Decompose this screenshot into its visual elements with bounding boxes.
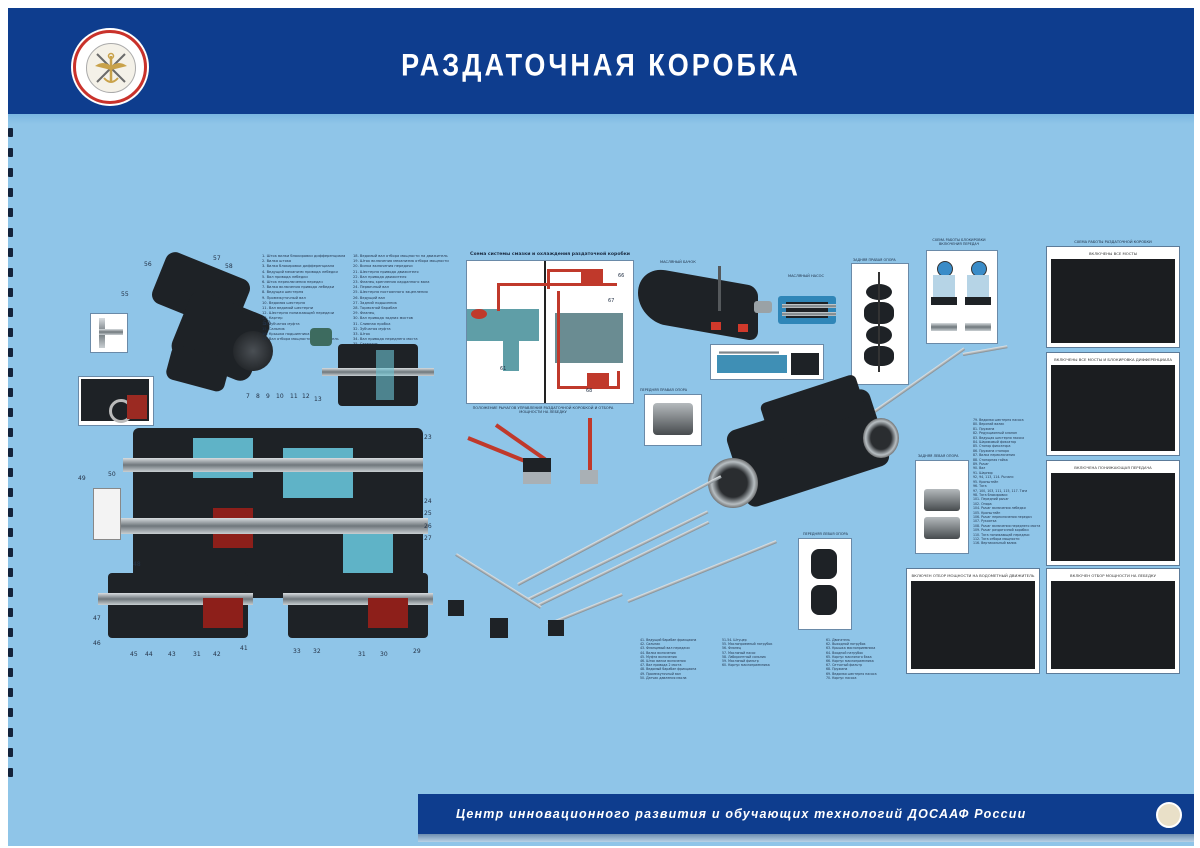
scheme-pto-water-jet: ВКЛЮЧЕН ОТБОР МОЩНОСТИ НА ВОДОМЕТНЫЙ ДВИ… xyxy=(906,568,1040,674)
label-25: 25 xyxy=(424,510,432,517)
label-57: 57 xyxy=(213,255,221,262)
diff-lock-inset xyxy=(78,376,154,426)
rear-right-support-panel xyxy=(851,263,909,385)
lever-positions-title: ПОЛОЖЕНИЕ РЫЧАГОВ УПРАВЛЕНИЯ РАЗДАТОЧНОЙ… xyxy=(472,406,614,414)
transfer-case-3d-view xyxy=(703,373,903,528)
lubrication-scheme-panel xyxy=(466,260,634,404)
linkage-bracket-102 xyxy=(490,618,508,638)
rear-left-support-panel xyxy=(915,460,969,554)
lever-assembly-illustration xyxy=(467,418,618,488)
label-42: 42 xyxy=(213,651,221,658)
label-43: 43 xyxy=(168,651,176,658)
label-50-main: 50 xyxy=(108,471,116,478)
label-66: 66 xyxy=(618,273,625,279)
linkage-bracket-101 xyxy=(548,620,564,636)
label-24: 24 xyxy=(424,498,432,505)
oil-pump-illustration xyxy=(778,288,838,330)
label-12: 12 xyxy=(302,393,310,400)
label-56: 56 xyxy=(144,261,152,268)
label-29: 29 xyxy=(413,648,421,655)
main-cross-section xyxy=(93,408,438,648)
label-26: 26 xyxy=(424,523,432,530)
oil-tank-illustration xyxy=(636,265,776,342)
interlock-scheme-title: СХЕМА РАБОТЫ БЛОКИРОВКИ ВКЛЮЧЕНИЯ ПЕРЕДА… xyxy=(932,238,986,246)
winch-drive-section xyxy=(318,340,438,410)
scheme-pto-winch: ВКЛЮЧЕН ОТБОР МОЩНОСТИ НА ЛЕБЕДКУ xyxy=(1046,568,1180,674)
label-58: 58 xyxy=(225,263,233,270)
assembly-3d-view xyxy=(138,249,278,396)
linkage-bracket-105 xyxy=(448,600,464,616)
shift-interlock-inset xyxy=(710,344,824,380)
header-gradient-band xyxy=(8,114,1194,124)
label-31b: 31 xyxy=(358,651,366,658)
label-47: 47 xyxy=(93,615,101,622)
label-8: 8 xyxy=(256,393,260,400)
label-30: 30 xyxy=(380,651,388,658)
linkage-rod-92 xyxy=(962,345,1008,356)
scheme-all-axles: ВКЛЮЧЕНЫ ВСЕ МОСТЫ xyxy=(1046,246,1180,348)
label-7: 7 xyxy=(246,393,250,400)
label-44: 44 xyxy=(145,651,153,658)
lubrication-scheme-title: Схема системы смазки и охлаждения раздат… xyxy=(470,252,631,257)
label-67: 67 xyxy=(608,298,615,304)
label-33: 33 xyxy=(293,648,301,655)
oil-tank-title: МАСЛЯНЫЙ БАЧОК xyxy=(660,260,696,264)
fitting-inset xyxy=(90,313,128,353)
spiral-binding xyxy=(8,128,14,788)
label-23: 23 xyxy=(424,434,432,441)
label-10: 10 xyxy=(276,393,284,400)
linkage-rod-110 xyxy=(527,510,709,601)
front-right-support-panel xyxy=(644,394,702,446)
label-41: 41 xyxy=(240,645,248,652)
label-27: 27 xyxy=(424,535,432,542)
label-45: 45 xyxy=(130,651,138,658)
label-48: 48 xyxy=(133,561,141,568)
scheme-all-axles-diff-lock: ВКЛЮЧЕНЫ ВСЕ МОСТЫ И БЛОКИРОВКА ДИФФЕРЕН… xyxy=(1046,352,1180,456)
page-title: РАЗДАТОЧНАЯ КОРОБКА xyxy=(401,47,801,83)
label-61: 61 xyxy=(500,366,507,372)
label-55: 55 xyxy=(121,291,129,298)
header-banner: РАЗДАТОЧНАЯ КОРОБКА xyxy=(8,8,1194,114)
oil-pump-title: МАСЛЯНЫЙ НАСОС xyxy=(788,274,824,278)
rear-left-support-title: ЗАДНЯЯ ЛЕВАЯ ОПОРА xyxy=(918,454,959,458)
label-46: 46 xyxy=(93,640,101,647)
linkage-rod-112 xyxy=(537,520,710,607)
label-11: 11 xyxy=(290,393,298,400)
seal-part xyxy=(310,328,332,346)
footer-banner: Центр инновационного развития и обучающи… xyxy=(418,794,1194,834)
label-68: 68 xyxy=(586,388,593,394)
label-32: 32 xyxy=(313,648,321,655)
scheme-low-gear: ВКЛЮЧЕНА ПОНИЖАЮЩАЯ ПЕРЕДАЧА xyxy=(1046,460,1180,566)
label-13: 13 xyxy=(314,396,322,403)
rear-right-support-title: ЗАДНЯЯ ПРАВАЯ ОПОРА xyxy=(853,258,896,262)
label-49: 49 xyxy=(78,475,86,482)
front-left-support-panel xyxy=(798,538,852,630)
poster: РАЗДАТОЧНАЯ КОРОБКА 56 57 58 50 55 1. Шт… xyxy=(8,8,1194,846)
label-31a: 31 xyxy=(193,651,201,658)
front-right-support-title: ПЕРЕДНЯЯ ПРАВАЯ ОПОРА xyxy=(640,388,688,392)
linkage-rod-108 xyxy=(455,553,542,609)
transfer-schemes-title: СХЕМА РАБОТЫ РАЗДАТОЧНОЙ КОРОБКИ xyxy=(1074,240,1152,244)
label-50: 50 xyxy=(263,320,271,327)
footer-shadow xyxy=(418,834,1194,842)
label-9: 9 xyxy=(266,393,270,400)
front-left-support-title: ПЕРЕДНЯЯ ЛЕВАЯ ОПОРА xyxy=(803,532,848,536)
dosaaf-emblem-icon xyxy=(73,30,147,104)
interlock-scheme-panel xyxy=(926,250,998,344)
dosaaf-small-emblem-icon xyxy=(1156,802,1182,828)
footer-organization-text: Центр инновационного развития и обучающи… xyxy=(456,807,1027,821)
